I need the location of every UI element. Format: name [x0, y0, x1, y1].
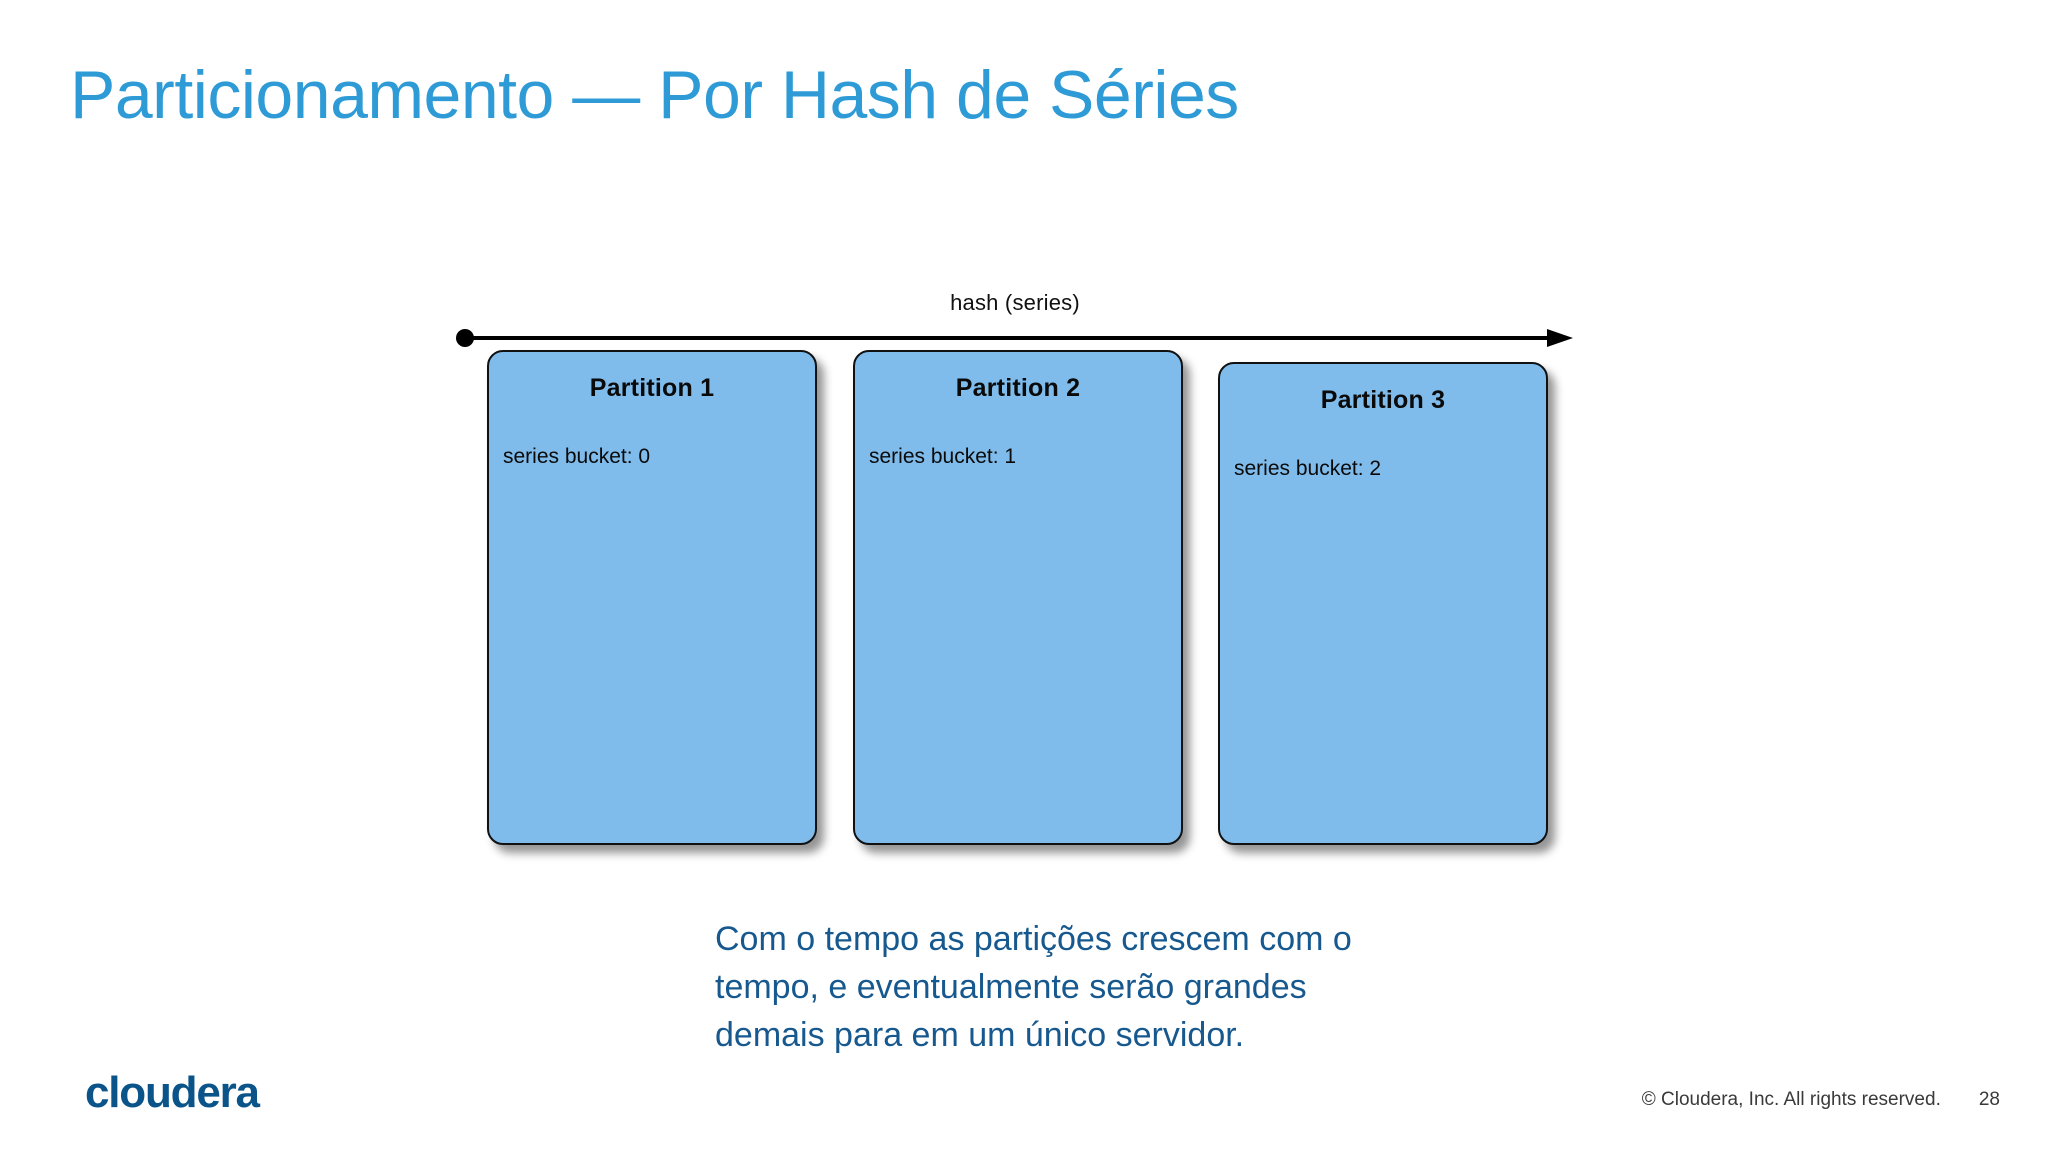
- cloudera-logo: cloudera: [85, 1068, 260, 1117]
- partition-title: Partition 1: [589, 374, 715, 402]
- axis-arrowhead: [1547, 329, 1573, 347]
- partition-box-1[interactable]: Partition 1 series bucket: 0: [487, 350, 817, 845]
- partition-box-2[interactable]: Partition 2 series bucket: 1: [853, 350, 1183, 845]
- page-title: Particionamento — Por Hash de Séries: [70, 57, 1239, 133]
- partitioning-diagram: hash (series) Partition 1 series bucket:…: [455, 290, 1575, 860]
- footer: © Cloudera, Inc. All rights reserved. 28: [1642, 1089, 2000, 1111]
- axis-label-hash-series: hash (series): [950, 290, 1080, 315]
- partition-bucket-label: series bucket: 0: [503, 445, 651, 468]
- partition-title: Partition 2: [955, 374, 1081, 402]
- partition-title: Partition 3: [1320, 386, 1446, 414]
- partition-list: Partition 1 series bucket: 0 Partition 2…: [455, 350, 1575, 850]
- partition-bucket-label: series bucket: 2: [1234, 457, 1382, 480]
- slide-caption: Com o tempo as partições crescem com o t…: [715, 920, 1352, 1054]
- hash-axis-arrow: [455, 325, 1575, 351]
- partition-bucket-label: series bucket: 1: [869, 445, 1017, 468]
- partition-box-3[interactable]: Partition 3 series bucket: 2: [1218, 362, 1548, 845]
- page-number: 28: [1978, 1089, 2000, 1110]
- copyright-text: © Cloudera, Inc. All rights reserved.: [1641, 1089, 1941, 1110]
